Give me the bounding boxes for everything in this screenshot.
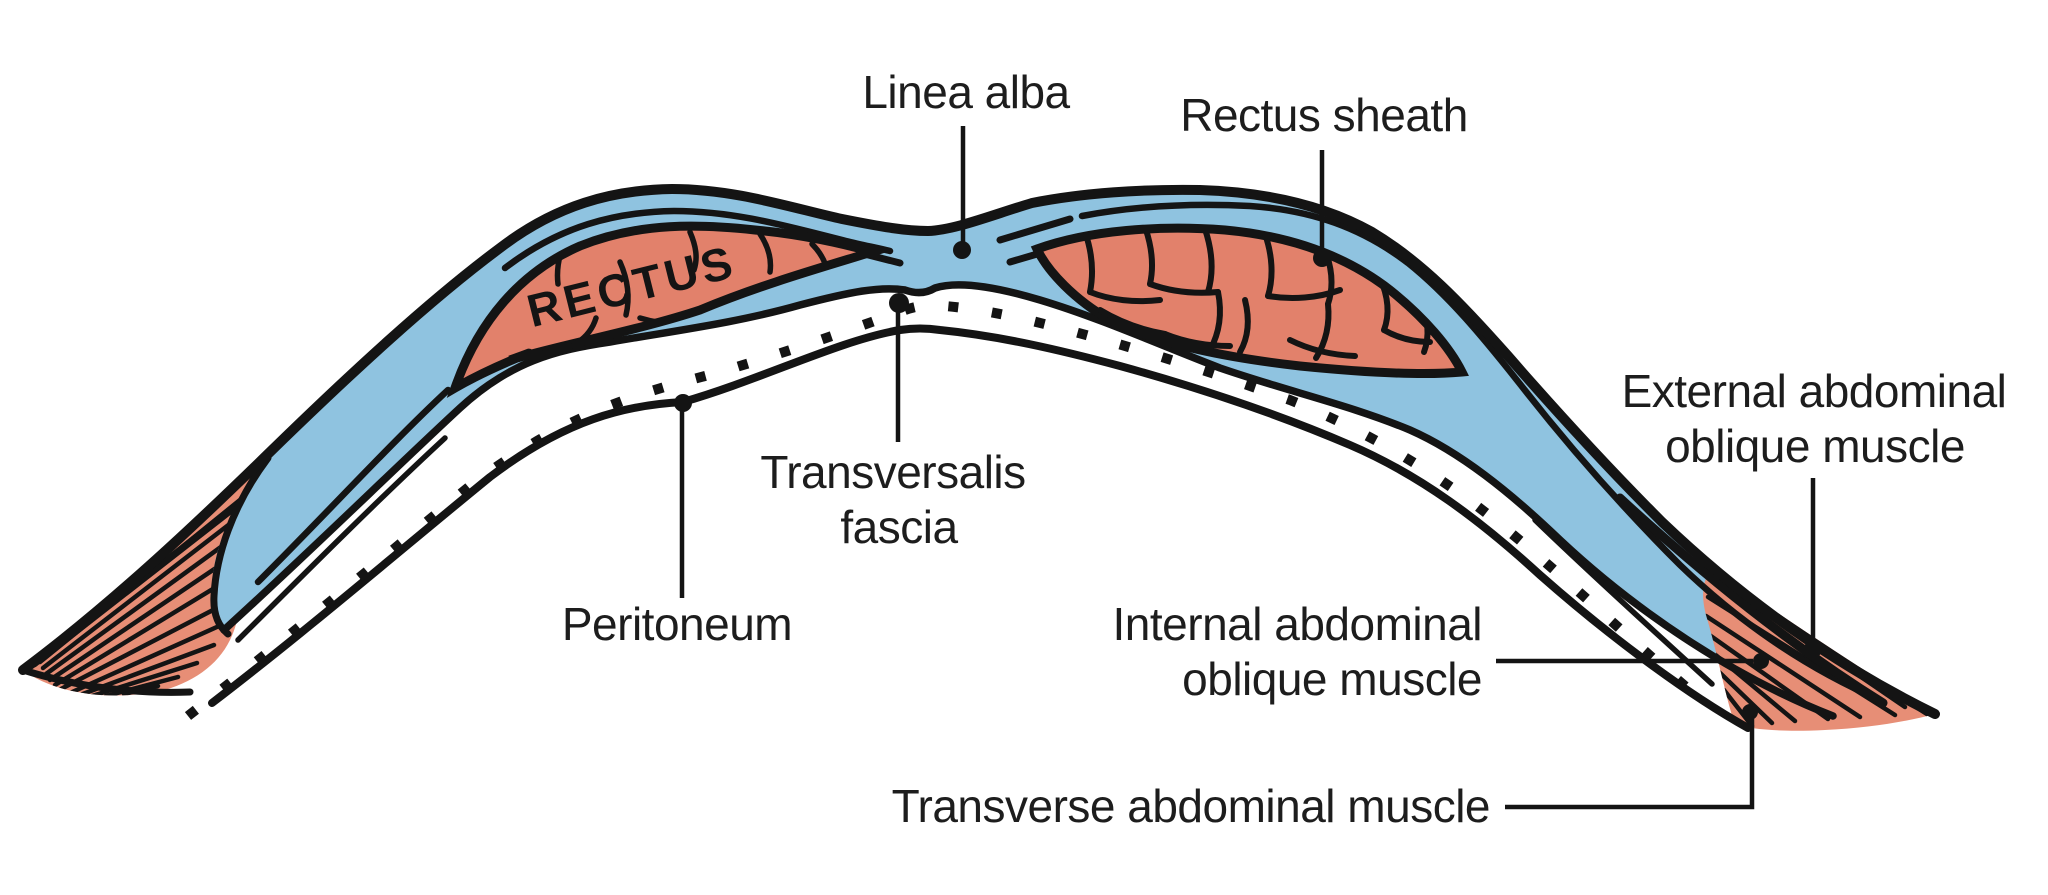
internal-oblique-dot xyxy=(1753,653,1769,669)
anterior-lamella-line-left-descent xyxy=(254,386,452,586)
label-internal-oblique-line1: Internal abdominal xyxy=(1113,598,1482,650)
transverse-abdominal-dot xyxy=(1742,704,1758,720)
label-rectus-sheath: Rectus sheath xyxy=(1180,89,1468,141)
linea-alba-decussation-dash-right-upper xyxy=(996,215,1074,244)
rectus-sheath-dot xyxy=(1313,249,1331,267)
anterior-lamella-line-right xyxy=(1078,201,1884,704)
label-external-oblique-line2: oblique muscle xyxy=(1665,420,1965,472)
right-rectus-muscle xyxy=(1030,223,1469,379)
label-external-oblique-line1: External abdominal xyxy=(1622,365,2007,417)
label-internal-oblique-line2: oblique muscle xyxy=(1182,653,1482,705)
posterior-lamella-line-right xyxy=(1532,517,1715,687)
label-transversalis-fascia-line2: fascia xyxy=(840,501,958,553)
linea-alba-dot xyxy=(953,241,971,259)
label-transversalis-fascia-line1: Transversalis xyxy=(760,446,1025,498)
transverse-abdominal-leader xyxy=(1505,716,1755,810)
posterior-lamella-line-left xyxy=(235,435,448,643)
transversalis-fascia-dot xyxy=(889,293,909,313)
external-internal-oblique-boundary-line xyxy=(1615,493,1888,708)
right-rectus-fascicle-mosaic xyxy=(1082,228,1433,361)
left-fan-bottom-edge xyxy=(19,666,194,696)
peritoneum-dot xyxy=(674,394,692,412)
external-oblique-dot xyxy=(1804,640,1822,658)
aponeurosis-left-end-cap xyxy=(210,454,272,638)
label-transverse-abdominal: Transverse abdominal muscle xyxy=(892,780,1490,832)
leader-lines xyxy=(674,126,1822,810)
posterior-sheath-line xyxy=(220,281,1837,720)
diagram-labels: Linea alba Rectus sheath Transversalis f… xyxy=(562,66,2007,832)
label-peritoneum: Peritoneum xyxy=(562,598,792,650)
label-linea-alba: Linea alba xyxy=(862,66,1070,118)
left-rectus-muscle: RECTUS xyxy=(446,221,888,398)
outer-contour-line xyxy=(18,183,1940,719)
right-rectus-outline xyxy=(1030,223,1469,379)
